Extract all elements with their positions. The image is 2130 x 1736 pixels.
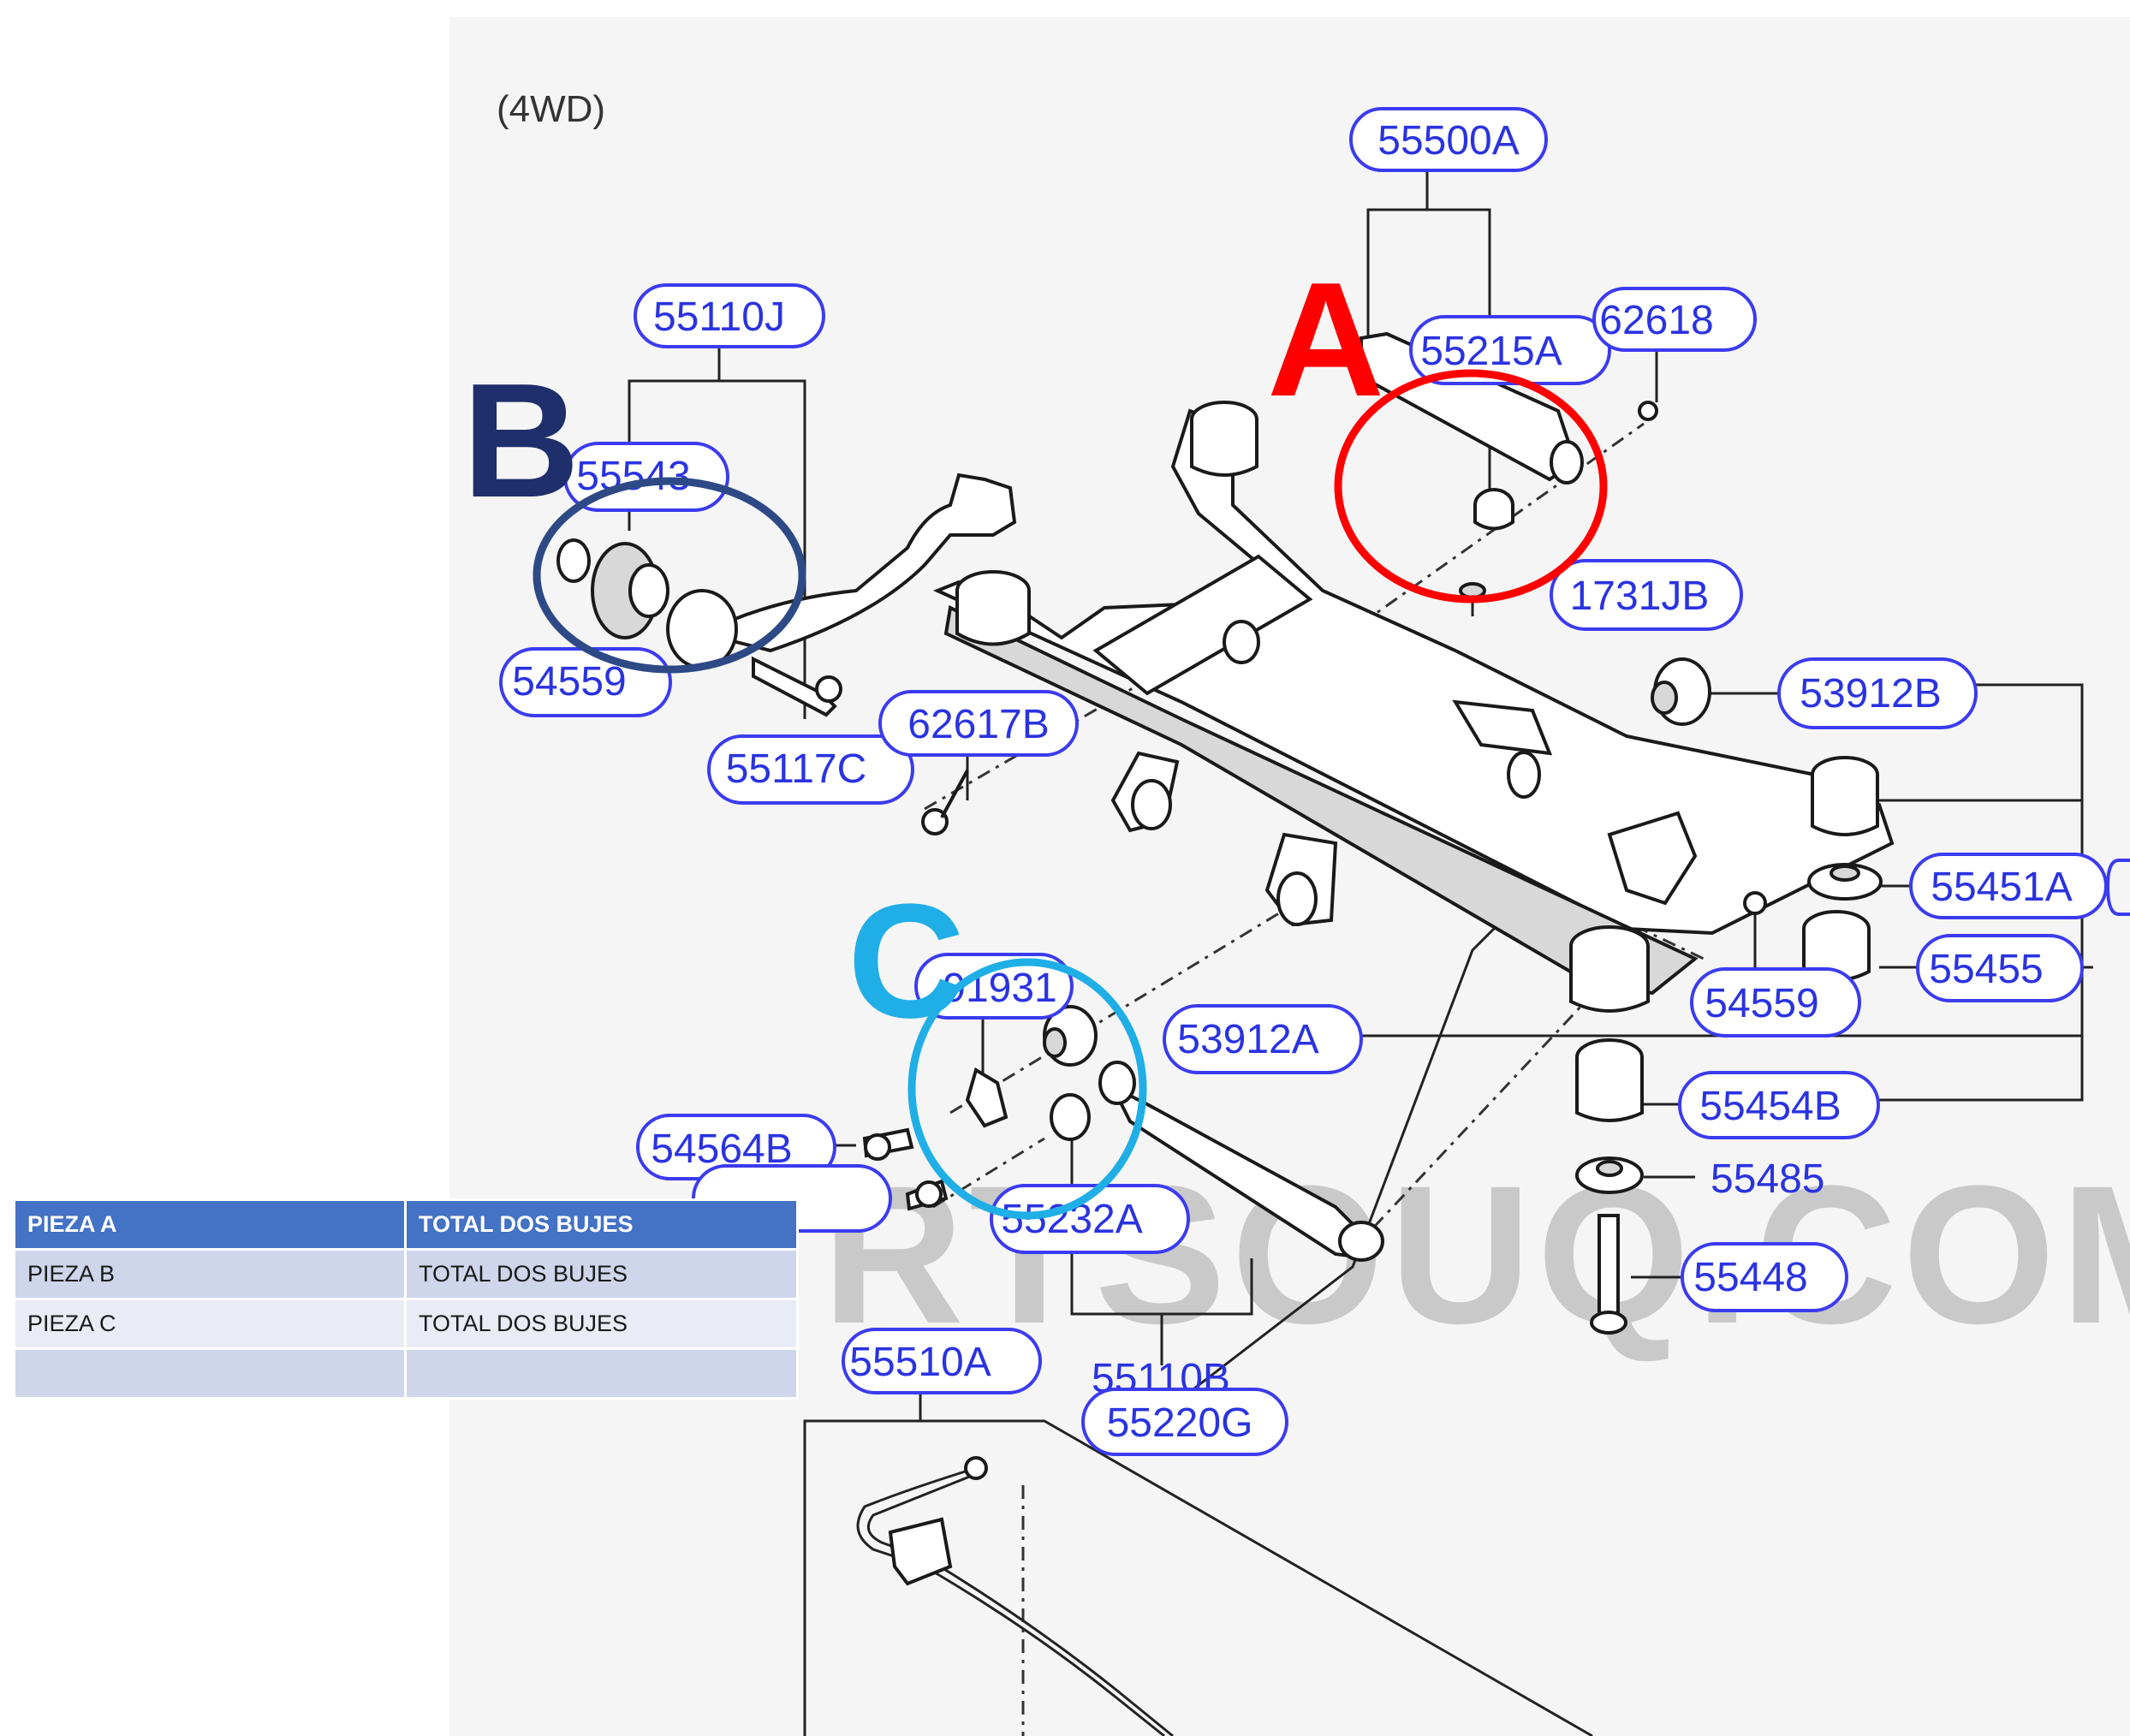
stabilizer-bar-drawing [856, 1456, 1174, 1736]
marker-b: B [462, 350, 580, 532]
svg-text:62617B: 62617B [907, 702, 1050, 747]
part-label-55451A: 55451A [1909, 853, 2108, 919]
part-label-55500A: 55500A [1349, 107, 1548, 172]
table-cell [404, 1347, 799, 1400]
svg-text:62618: 62618 [1599, 298, 1713, 343]
part-label-55454B: 55454B [1678, 1071, 1880, 1139]
svg-text:55543: 55543 [576, 454, 690, 499]
part-label-55485: 55485 [1711, 1156, 1824, 1202]
table-row: PIEZA C TOTAL DOS BUJES [13, 1298, 799, 1350]
part-label-55117C: 55117C [707, 734, 914, 805]
part-label-91931: 91931 [914, 953, 1074, 1020]
part-label-62618: 62618 [1592, 287, 1757, 352]
highlight-b: B [462, 350, 806, 674]
summary-table: PIEZA A TOTAL DOS BUJES PIEZA B TOTAL DO… [13, 1198, 799, 1400]
svg-text:55220G: 55220G [1107, 1400, 1253, 1446]
crossmember-drawing [932, 401, 1895, 1013]
svg-text:53912B: 53912B [1800, 671, 1942, 716]
svg-text:55451A: 55451A [1931, 865, 2073, 910]
part-label-55510A: 55510A [842, 1328, 1042, 1394]
bushings-drawing [1575, 657, 1883, 1335]
part-label-54559-left: 54559 [499, 647, 672, 717]
table-row [13, 1347, 799, 1400]
part-label-55448: 55448 [1681, 1242, 1848, 1312]
part-label-54559-right: 54559 [1690, 967, 1861, 1037]
watermark: RTSOUQ.COM [822, 1144, 2130, 1364]
part-label-1731JB: 1731JB [1550, 559, 1743, 631]
table-cell: PIEZA C [13, 1298, 407, 1350]
svg-text:55448: 55448 [1693, 1255, 1807, 1300]
marker-a: A [1267, 249, 1384, 431]
part-labels: 55500A 55215A 62618 55110J 55543 54559 [499, 107, 2130, 1456]
upper-arm-drawing [1360, 331, 1658, 599]
part-label-53912A: 53912A [1163, 1004, 1363, 1074]
part-label-53912B: 53912B [1777, 657, 1978, 729]
part-label-55215A: 55215A [1409, 315, 1611, 385]
lower-arm-drawing [862, 770, 1384, 1262]
part-label-55455: 55455 [1916, 934, 2084, 1002]
table-cell [13, 1347, 407, 1400]
marker-c: C [848, 871, 965, 1052]
table-header-row: PIEZA A TOTAL DOS BUJES [13, 1198, 799, 1251]
part-label-62617B: 62617B [878, 690, 1079, 757]
highlight-c: C [848, 871, 1147, 1220]
table-header: PIEZA A [13, 1198, 407, 1251]
table-row: PIEZA B TOTAL DOS BUJES [13, 1248, 799, 1300]
trailing-arm-drawing [556, 473, 1017, 717]
highlight-a: A [1267, 249, 1608, 603]
svg-text:55485: 55485 [1711, 1156, 1824, 1202]
svg-text:53912A: 53912A [1177, 1017, 1319, 1062]
table-cell: TOTAL DOS BUJES [404, 1248, 799, 1300]
table-header: TOTAL DOS BUJES [404, 1198, 799, 1251]
svg-text:55455: 55455 [1929, 947, 2043, 992]
part-label-55110J: 55110J [634, 283, 825, 348]
svg-text:54559: 54559 [512, 659, 626, 705]
svg-text:55454B: 55454B [1699, 1084, 1841, 1129]
svg-text:55510A: 55510A [849, 1340, 991, 1385]
svg-text:55110J: 55110J [653, 294, 785, 340]
variant-label: (4WD) [497, 88, 605, 130]
svg-text:55500A: 55500A [1377, 118, 1520, 163]
svg-text:54559: 54559 [1705, 981, 1818, 1026]
svg-text:1731JB: 1731JB [1570, 574, 1710, 619]
svg-text:55117C: 55117C [726, 746, 867, 792]
part-label-55220G: 55220G [1081, 1388, 1288, 1456]
parts-diagram: RTSOUQ.COM (4WD) [449, 17, 2130, 1736]
svg-text:55215A: 55215A [1420, 329, 1562, 374]
table-cell: PIEZA B [13, 1248, 407, 1300]
table-cell: TOTAL DOS BUJES [404, 1298, 799, 1350]
diagram-drawing: RTSOUQ.COM (4WD) [462, 88, 2130, 1736]
